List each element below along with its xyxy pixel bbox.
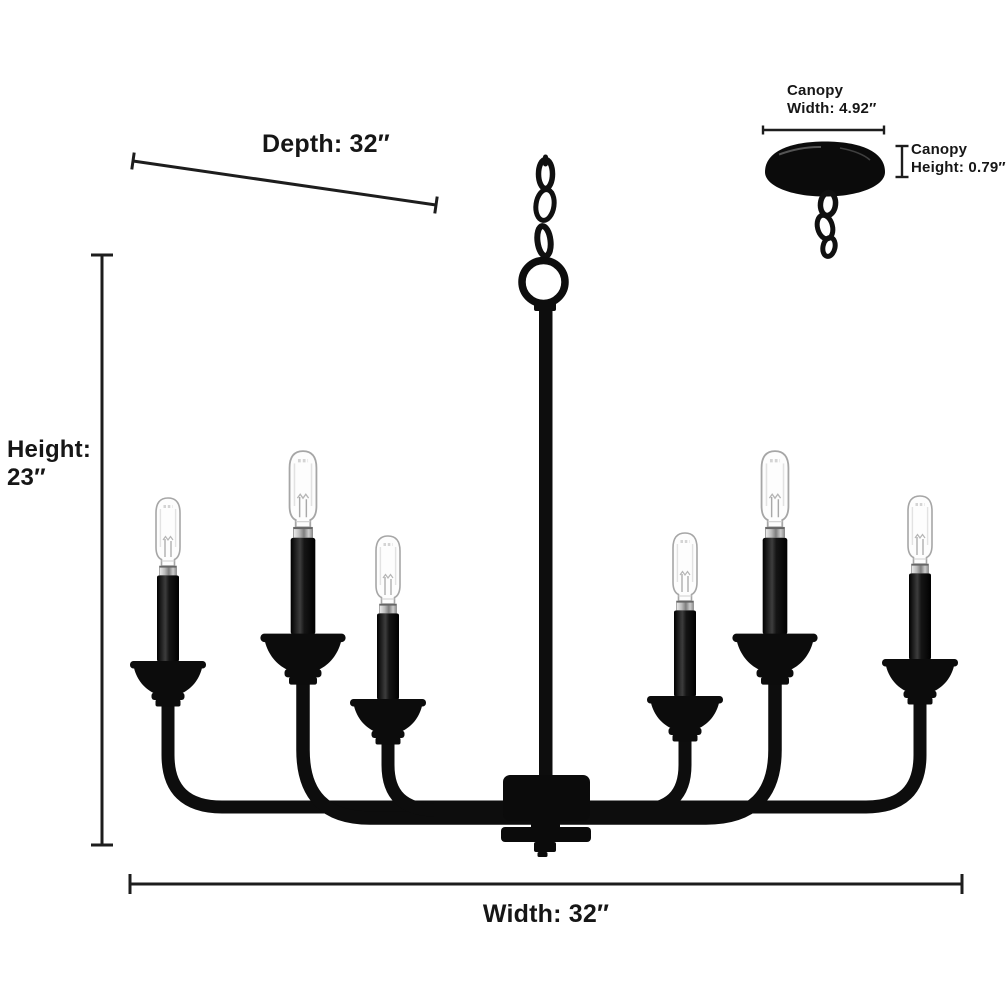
candle-2 — [258, 449, 348, 687]
hanging-ring — [518, 256, 569, 308]
hub-body — [503, 775, 590, 821]
candle-4 — [645, 531, 725, 743]
height-dimension-line — [91, 253, 113, 847]
height-dimension-label: Height: 23″ — [7, 436, 91, 492]
width-dimension-label: Width: 32″ — [482, 900, 610, 928]
chain-link — [534, 223, 554, 259]
candle-6 — [880, 494, 960, 706]
depth-dimension-line — [130, 152, 439, 214]
height-label-line1: Height: — [7, 436, 92, 463]
canopy-height-label-line2: Height: 0.79″ — [911, 159, 1006, 177]
canopy-chain — [814, 189, 839, 259]
chain-link — [533, 187, 557, 223]
canopy-width-label: Canopy Width: 4.92″ — [787, 82, 876, 119]
hanging-chain — [533, 154, 557, 259]
canopy-height-label-line1: Canopy — [911, 141, 968, 158]
arm-2 — [296, 680, 549, 825]
canopy-width-dimension-line — [761, 125, 886, 135]
canopy-height-dimension-line — [895, 144, 909, 179]
hub-disc — [501, 827, 591, 842]
height-label-line2: 23″ — [7, 463, 46, 491]
hub-tail — [537, 852, 548, 857]
center-rod — [539, 308, 553, 778]
hub-stub — [534, 842, 556, 852]
canopy-highlight — [839, 147, 871, 161]
chandelier-figure — [128, 154, 960, 857]
width-dimension-line — [128, 874, 964, 894]
arm-1 — [161, 702, 549, 814]
candle-5 — [730, 449, 820, 687]
depth-dimension-label: Depth: 32″ — [262, 130, 390, 158]
hub-connector — [531, 813, 560, 829]
candle-3 — [348, 534, 428, 746]
canopy-height-label: Canopy Height: 0.79″ — [911, 141, 1006, 178]
canopy-dome — [765, 141, 885, 197]
chain-link — [820, 235, 838, 259]
canopy-width-label-line2: Width: 4.92″ — [787, 100, 877, 118]
canopy-width-label-line1: Canopy — [787, 82, 844, 99]
candle-1 — [128, 496, 208, 708]
dimension-lines — [91, 125, 964, 894]
arm-3 — [381, 740, 549, 817]
arm-6 — [544, 700, 927, 814]
canopy-figure — [765, 141, 885, 259]
arms — [161, 680, 927, 825]
canopy-highlight — [778, 145, 822, 156]
center-hub — [501, 775, 591, 857]
